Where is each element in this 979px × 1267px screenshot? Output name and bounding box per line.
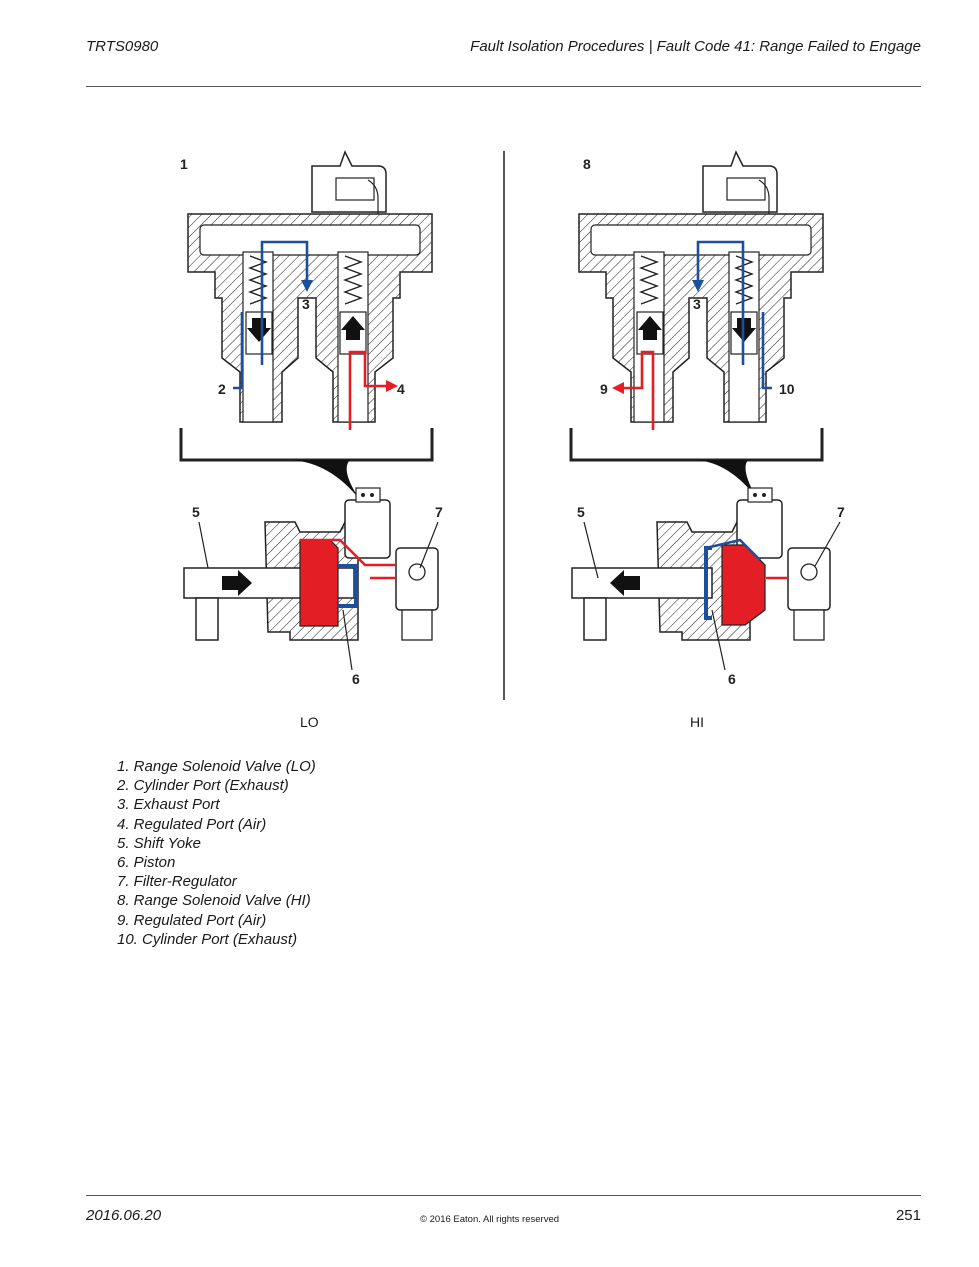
lo-bracket <box>179 428 434 462</box>
legend-item: 7. Filter-Regulator <box>117 873 237 891</box>
callout-9: 9 <box>600 381 608 397</box>
page-number: 251 <box>895 1207 921 1224</box>
callout-leaders <box>198 521 841 671</box>
callout-3-lo: 3 <box>302 296 310 312</box>
hi-solenoid-valve <box>578 150 824 430</box>
publish-date: 2016.06.20 <box>86 1207 162 1224</box>
callout-4: 4 <box>397 381 405 397</box>
legend-item: 2. Cylinder Port (Exhaust) <box>117 777 289 795</box>
callout-10: 10 <box>779 381 795 397</box>
legend-item: 8. Range Solenoid Valve (HI) <box>117 892 311 910</box>
lo-callout-pointer <box>290 460 360 500</box>
legend-item: 3. Exhaust Port <box>117 796 220 814</box>
callout-8: 8 <box>583 156 591 172</box>
figure-legend: 1. Range Solenoid Valve (LO) 2. Cylinder… <box>117 757 316 949</box>
lo-solenoid-valve <box>187 150 433 430</box>
doc-code: TRTS0980 <box>86 38 159 55</box>
legend-item: 6. Piston <box>117 854 176 872</box>
header-divider <box>86 86 921 87</box>
range-valve-diagram: 1 2 3 4 5 6 7 8 9 3 10 5 6 7 <box>179 150 845 700</box>
legend-item: 4. Regulated Port (Air) <box>117 815 267 833</box>
hi-callout-pointer <box>695 460 758 500</box>
copyright: © 2016 Eaton. All rights reserved <box>419 1214 560 1225</box>
legend-item: 9. Regulated Port (Air) <box>117 911 267 929</box>
caption-lo: LO <box>300 714 319 730</box>
callout-6-hi: 6 <box>728 671 736 687</box>
callout-1: 1 <box>180 156 188 172</box>
callout-5-lo: 5 <box>192 504 200 520</box>
callout-5-hi: 5 <box>577 504 585 520</box>
section-title: Fault Isolation Procedures | Fault Code … <box>470 38 921 55</box>
callout-7-lo: 7 <box>435 504 443 520</box>
lo-range-cylinder <box>183 487 439 641</box>
footer-divider <box>86 1195 921 1196</box>
callout-6-lo: 6 <box>352 671 360 687</box>
callout-2: 2 <box>218 381 226 397</box>
legend-item: 10. Cylinder Port (Exhaust) <box>117 930 298 948</box>
legend-item: 5. Shift Yoke <box>117 834 201 852</box>
callout-7-hi: 7 <box>837 504 845 520</box>
caption-hi: HI <box>690 714 704 730</box>
legend-item: 1. Range Solenoid Valve (LO) <box>117 758 316 775</box>
hi-bracket <box>569 428 824 462</box>
callout-3-hi: 3 <box>693 296 701 312</box>
hi-range-cylinder <box>571 487 831 641</box>
